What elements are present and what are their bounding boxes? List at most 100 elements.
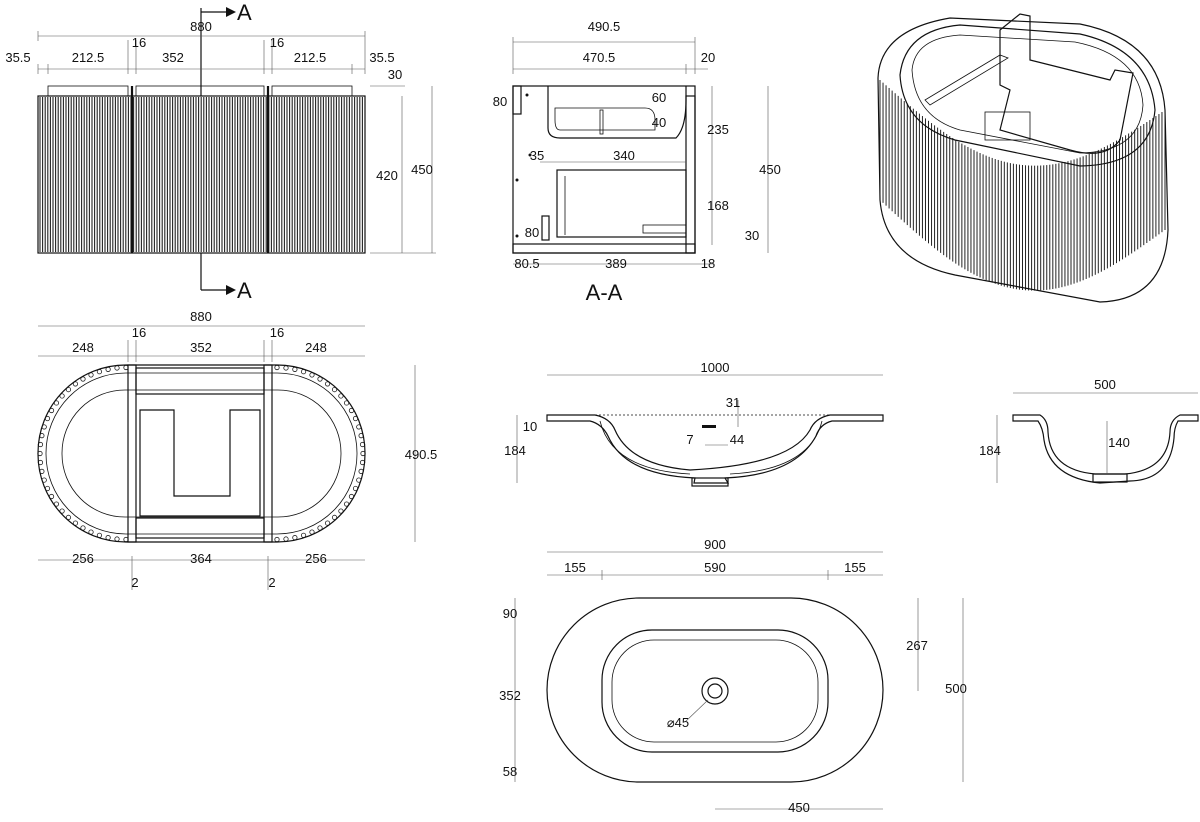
dim-front-top-gap: 30	[388, 67, 402, 82]
section-front-rail-top	[512, 85, 522, 115]
bead	[338, 393, 344, 399]
basin-top-bowl	[601, 629, 829, 753]
front-top-strip-right	[271, 85, 353, 97]
dim-front-center: 352	[162, 50, 184, 65]
dim-top-left: 248	[72, 340, 94, 355]
bead	[338, 508, 344, 514]
dim-front-side-right: 35.5	[369, 50, 394, 65]
dim-top-depth: 490.5	[405, 447, 438, 462]
dim-section-back-gap: 20	[701, 50, 715, 65]
dim-front-right-panel: 212.5	[294, 50, 327, 65]
dim-section-total-height: 450	[759, 162, 781, 177]
dim-top-gap-left: 2	[131, 575, 138, 590]
section-label-top: A	[237, 0, 252, 25]
top-bowl-outline	[61, 389, 342, 518]
section-drain	[599, 109, 604, 135]
front-fluted-panels	[39, 97, 363, 252]
top-back-rail	[135, 517, 265, 539]
bead	[114, 536, 120, 542]
bead	[72, 381, 79, 387]
bead	[324, 381, 331, 387]
front-view: A A 880 35.5 212.5 16 352 16 212.5 35.5 …	[5, 0, 436, 303]
section-title: A-A	[586, 280, 623, 305]
section-sink-inner	[554, 107, 656, 131]
bead	[274, 364, 280, 371]
bead	[65, 514, 72, 521]
section-back-panel	[685, 95, 696, 254]
dim-section-sink-height: 60	[652, 90, 666, 105]
dim-top-width: 880	[190, 309, 212, 324]
section-view: 490.5 470.5 20 80 60 40 235 35 340 450 1…	[493, 19, 781, 305]
bead	[274, 536, 280, 543]
dim-basin-front-drain-width: 44	[730, 432, 744, 447]
dim-basin-front-width: 1000	[701, 360, 730, 375]
basin-front-inner-right	[729, 420, 823, 475]
section-drawer-bottom-hatch	[642, 224, 687, 234]
basin-front-profile	[546, 414, 884, 484]
dim-front-door-height: 420	[376, 168, 398, 183]
dim-section-drawer-front: 80	[525, 225, 539, 240]
top-post-right	[263, 364, 273, 543]
basin-top-bowl-inner	[611, 639, 819, 743]
dim-top-bottom-center: 364	[190, 551, 212, 566]
dim-top-bottom-left: 256	[72, 551, 94, 566]
dim-basin-top-drain-diameter: ⌀45	[667, 715, 689, 730]
dim-basin-side-width: 500	[1094, 377, 1116, 392]
dim-basin-top-left: 155	[564, 560, 586, 575]
basin-side-profile	[1012, 414, 1199, 484]
basin-front-view: 1000 10 184 31 7 44	[504, 360, 884, 487]
screw-dot	[515, 234, 519, 238]
iso-body-outline	[877, 17, 1169, 303]
section-drawer-box	[556, 169, 687, 238]
dim-basin-front-rim: 10	[523, 419, 537, 434]
iso-inner-ring	[911, 34, 1144, 154]
dim-section-drawer-depth: 340	[613, 148, 635, 163]
dim-basin-top-right: 155	[844, 560, 866, 575]
dim-section-drawer-height: 168	[707, 198, 729, 213]
dim-front-post-left: 16	[132, 35, 146, 50]
dim-section-sink-slot: 40	[652, 115, 666, 130]
top-bead-ring	[37, 364, 366, 543]
bead	[105, 366, 111, 372]
dim-section-shelf: 80	[493, 94, 507, 109]
bead	[292, 366, 298, 372]
dim-front-left-panel: 212.5	[72, 50, 105, 65]
basin-side-view: 500 184 140	[979, 377, 1199, 484]
bead	[331, 514, 338, 521]
basin-front-inner-left	[599, 420, 691, 475]
dim-basin-top-margin: 90	[503, 606, 517, 621]
dim-basin-side-height: 184	[979, 443, 1001, 458]
iso-frame	[999, 13, 1134, 154]
dim-basin-side-depth: 140	[1108, 435, 1130, 450]
dim-basin-top-bottom: 58	[503, 764, 517, 779]
dim-section-depth: 490.5	[588, 19, 621, 34]
section-sink-bowl	[547, 86, 687, 139]
dim-section-inner-depth: 470.5	[583, 50, 616, 65]
bead	[283, 536, 289, 542]
dim-top-right: 248	[305, 340, 327, 355]
dim-section-base-depth: 389	[605, 256, 627, 271]
dim-front-post-right: 16	[270, 35, 284, 50]
dim-basin-front-height: 184	[504, 443, 526, 458]
screw-dot	[525, 93, 529, 97]
dim-top-post-right: 16	[270, 325, 284, 340]
bead	[72, 520, 79, 526]
dim-top-center: 352	[190, 340, 212, 355]
dim-section-upper-height: 235	[707, 122, 729, 137]
dim-basin-top-bowl: 590	[704, 560, 726, 575]
top-post-left	[127, 364, 137, 543]
front-top-strip-left	[47, 85, 129, 97]
bead	[59, 508, 65, 514]
iso-fluted-body	[879, 80, 1166, 291]
bead	[283, 365, 289, 371]
dim-top-post-left: 16	[132, 325, 146, 340]
basin-front-drain	[691, 477, 729, 487]
dim-basin-top-half-width: 450	[788, 800, 810, 815]
basin-overflow-slot	[702, 425, 716, 428]
bead	[65, 386, 72, 393]
dim-front-side-left: 35.5	[5, 50, 30, 65]
screw-dot	[515, 178, 519, 182]
iso-rail	[924, 54, 1009, 106]
bead	[114, 365, 120, 371]
dim-front-width: 880	[190, 19, 212, 34]
